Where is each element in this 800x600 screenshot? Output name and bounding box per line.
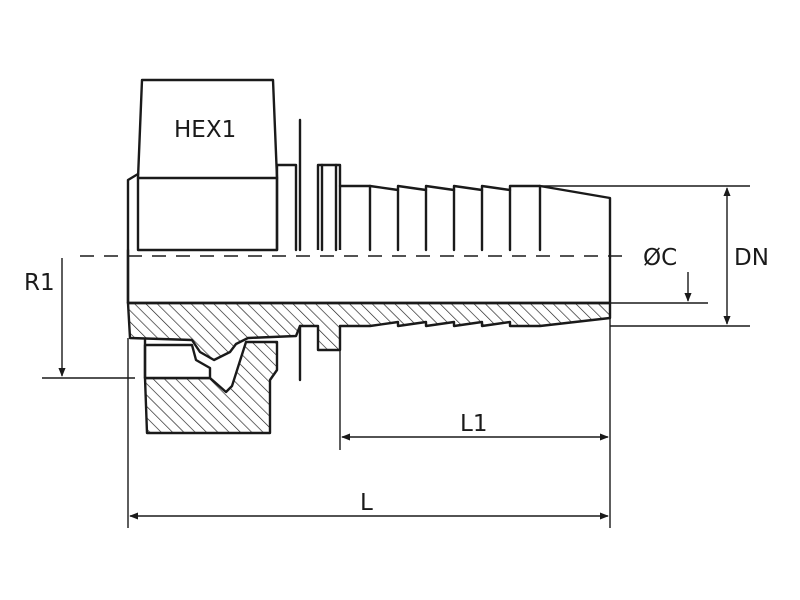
l1-label: L1 [460, 411, 487, 437]
body-collar [126, 172, 140, 305]
barbed-tail-outline [338, 184, 612, 305]
dn-label: DN [734, 245, 769, 271]
r1-label: R1 [24, 270, 55, 296]
hex-nut-outline [136, 78, 279, 252]
ring-flange [316, 163, 342, 250]
shoulder [275, 163, 298, 252]
oc-label: ØC [643, 245, 677, 271]
hex1-label: HEX1 [174, 117, 236, 143]
nut-section-hatch [143, 340, 279, 435]
l-label: L [360, 490, 373, 516]
section-wall-hatch [126, 301, 612, 362]
